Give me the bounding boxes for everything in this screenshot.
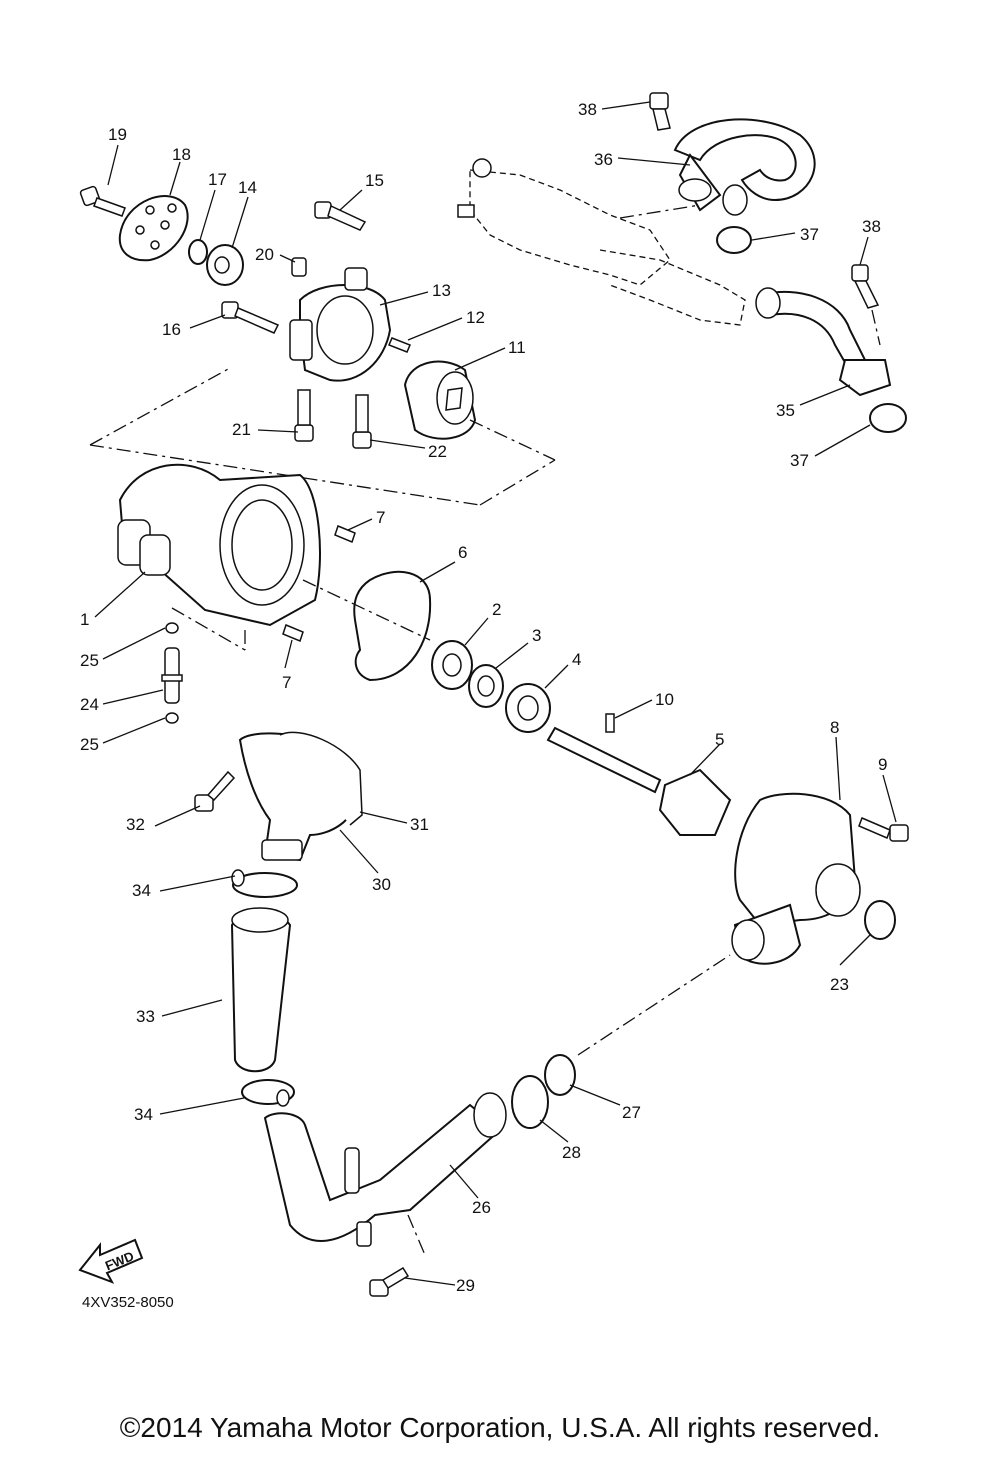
callout-9: 9 — [878, 755, 887, 774]
callout-17: 17 — [208, 170, 227, 189]
bearing-4 — [505, 683, 551, 733]
seal-2 — [431, 640, 473, 690]
bolt-38-top — [649, 92, 671, 131]
callout-6: 6 — [458, 543, 467, 562]
washer-17 — [188, 239, 208, 265]
dowel-7-top — [334, 525, 356, 543]
callout-30: 30 — [372, 875, 391, 894]
callout-38-top: 38 — [578, 100, 597, 119]
bolt-21 — [294, 389, 314, 442]
callout-26: 26 — [472, 1198, 491, 1217]
callout-3: 3 — [532, 626, 541, 645]
callouts: 19 18 17 14 15 20 13 12 11 16 21 22 38 3… — [80, 100, 887, 1295]
housing-13 — [289, 267, 392, 382]
oring-28 — [511, 1075, 549, 1129]
callout-10: 10 — [655, 690, 674, 709]
callout-12: 12 — [466, 308, 485, 327]
callout-37-right: 37 — [790, 451, 809, 470]
callout-7-top: 7 — [376, 508, 385, 527]
callout-1: 1 — [80, 610, 89, 629]
oring-23 — [864, 900, 896, 940]
thermostat-housing-phantom — [457, 158, 746, 326]
oring-25-bottom — [165, 712, 179, 724]
oring-37-top — [716, 226, 752, 254]
callout-7-bottom: 7 — [282, 673, 291, 692]
rotor-11 — [403, 360, 477, 440]
callout-31: 31 — [410, 815, 429, 834]
clamp-34-bottom — [241, 1079, 295, 1107]
fwd-arrow-icon: FWD — [78, 1238, 144, 1284]
callout-21: 21 — [232, 420, 251, 439]
dowel-20 — [291, 257, 307, 277]
callout-19: 19 — [108, 125, 127, 144]
callout-23: 23 — [830, 975, 849, 994]
callout-22: 22 — [428, 442, 447, 461]
callout-25-top: 25 — [80, 651, 99, 670]
impeller-shaft-5 — [546, 726, 732, 836]
callout-28: 28 — [562, 1143, 581, 1162]
callout-14: 14 — [238, 178, 257, 197]
oring-27 — [544, 1054, 576, 1096]
oring-37-right — [869, 403, 907, 433]
callout-18: 18 — [172, 145, 191, 164]
bolt-32 — [194, 770, 236, 812]
bolt-19 — [79, 185, 126, 217]
callout-34-top: 34 — [132, 881, 151, 900]
pipe-26 — [263, 1092, 507, 1247]
bolt-9 — [858, 817, 909, 842]
clamp-34-top — [231, 869, 298, 898]
pipe-24 — [161, 647, 183, 704]
callout-16: 16 — [162, 320, 181, 339]
callout-33: 33 — [136, 1007, 155, 1026]
gasket-31 — [279, 731, 363, 826]
bolt-22 — [352, 394, 372, 449]
crankcase-cover-1 — [117, 463, 321, 627]
callout-15: 15 — [365, 171, 384, 190]
bolt-15 — [314, 201, 367, 231]
callout-29: 29 — [456, 1276, 475, 1295]
callout-34-bottom: 34 — [134, 1105, 153, 1124]
callout-5: 5 — [715, 730, 724, 749]
gasket-6 — [353, 570, 432, 682]
callout-8: 8 — [830, 718, 839, 737]
dowel-7-bottom — [282, 624, 304, 642]
bolt-29 — [369, 1214, 426, 1297]
oring-25-top — [165, 622, 179, 634]
bolt-16 — [221, 301, 280, 334]
leader-lines — [94, 101, 897, 1286]
pump-housing-8 — [731, 792, 861, 965]
callout-4: 4 — [572, 650, 581, 669]
pin-12 — [388, 337, 411, 353]
bolt-38-right — [851, 264, 881, 346]
callout-32: 32 — [126, 815, 145, 834]
pin-10 — [605, 713, 615, 733]
callout-37-top: 37 — [800, 225, 819, 244]
callout-2: 2 — [492, 600, 501, 619]
callout-36: 36 — [594, 150, 613, 169]
plate-18 — [118, 195, 189, 262]
hose-36 — [673, 118, 816, 216]
pipe-35 — [755, 287, 892, 397]
diagram-code: 4XV352-8050 — [82, 1294, 174, 1311]
copyright-notice: ©2014 Yamaha Motor Corporation, U.S.A. A… — [119, 1412, 881, 1443]
callout-24: 24 — [80, 695, 99, 714]
hose-33 — [230, 907, 292, 1073]
callout-13: 13 — [432, 281, 451, 300]
callout-20: 20 — [255, 245, 274, 264]
callout-25-bottom: 25 — [80, 735, 99, 754]
bearing-14 — [206, 244, 244, 286]
seal-3 — [468, 664, 504, 708]
callout-35: 35 — [776, 401, 795, 420]
callout-11: 11 — [508, 338, 526, 357]
callout-38-right: 38 — [862, 217, 881, 236]
callout-27: 27 — [622, 1103, 641, 1122]
